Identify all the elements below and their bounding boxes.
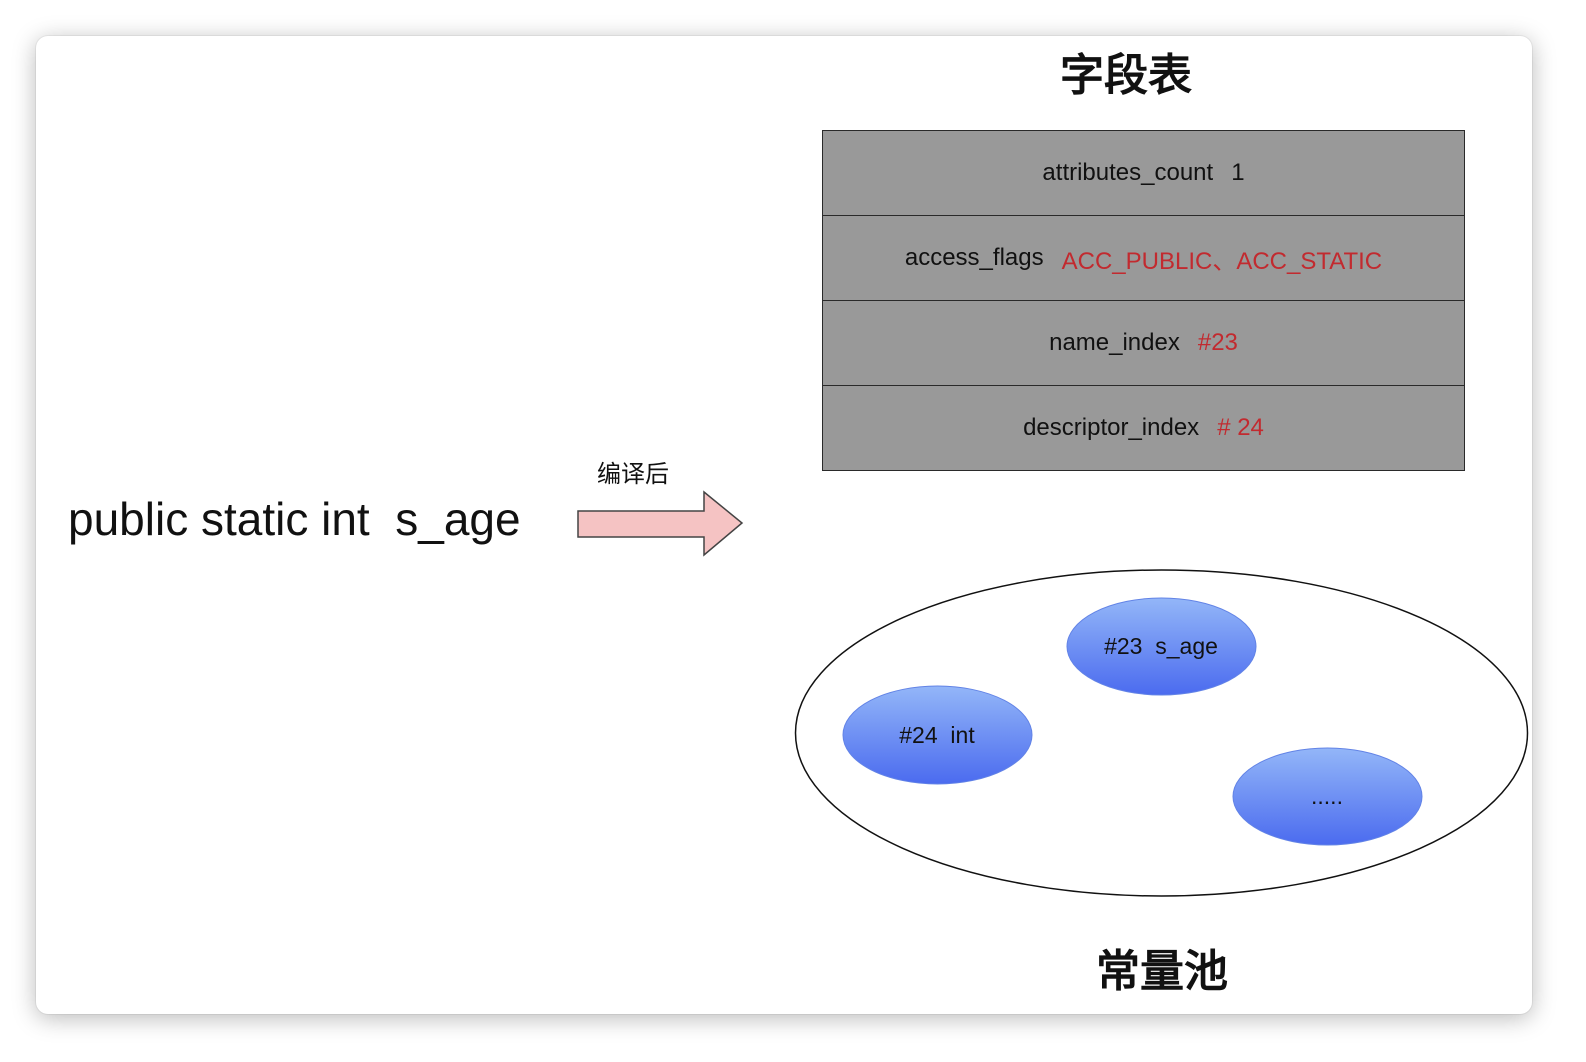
pool-entry-label: .....	[1311, 783, 1343, 809]
field-row-value: #23	[1197, 329, 1238, 356]
field-table: attributes_count 1 access_flags ACC_PUBLIC…	[822, 130, 1465, 471]
field-row-name-index: name_index #23	[823, 300, 1464, 385]
field-row-label: name_index	[1049, 329, 1180, 356]
field-row-descriptor-index: descriptor_index # 24	[823, 385, 1464, 470]
diagram-canvas: 字段表 attributes_count 1 access_flags ACC_PU…	[36, 36, 1532, 1014]
field-row-value: 1	[1231, 159, 1245, 186]
compile-arrow	[577, 490, 744, 557]
source-declaration: public static int s_age	[68, 493, 521, 545]
pool-entry-bubble-int	[842, 685, 1033, 785]
field-table-title: 字段表	[1060, 51, 1192, 100]
field-row-attributes-count: attributes_count 1	[823, 131, 1464, 215]
diagram-shapes	[577, 490, 1529, 897]
field-row-value: ACC_PUBLIC、ACC_STATIC	[1061, 247, 1383, 275]
field-row-label: access_flags	[904, 244, 1044, 271]
field-row-label: attributes_count	[1042, 159, 1214, 186]
constant-pool-title: 常量池	[1096, 947, 1228, 996]
field-row-access-flags: access_flags ACC_PUBLIC、ACC_STATIC	[823, 215, 1464, 300]
compile-arrow-label: 编译后	[597, 461, 669, 488]
pool-entry-bubble-more	[1232, 747, 1423, 846]
pool-entry-label: #24 int	[899, 722, 975, 748]
field-row-label: descriptor_index	[1023, 414, 1200, 441]
field-row-value: # 24	[1217, 414, 1264, 441]
pool-entry-bubble-s-age	[1066, 597, 1257, 696]
pool-entry-label: #23 s_age	[1104, 633, 1218, 659]
